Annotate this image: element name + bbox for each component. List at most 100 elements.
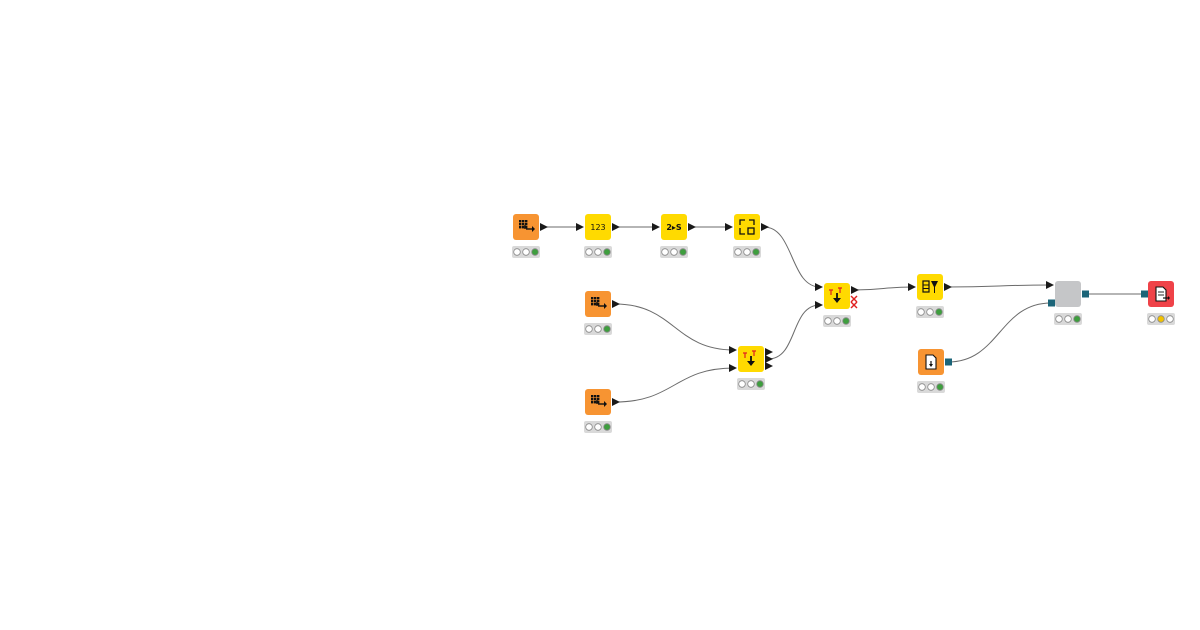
node-n10[interactable]: [917, 349, 952, 393]
node-n7[interactable]: [729, 346, 773, 390]
status-light: [1055, 315, 1063, 323]
connection-n7-n8[interactable]: [767, 304, 821, 360]
node-n12[interactable]: [1141, 281, 1175, 325]
manipulator-node-body[interactable]: [585, 214, 611, 240]
joiner-icon: [829, 287, 842, 303]
status-light: [926, 308, 934, 316]
string-manipulation-icon: 2▸S: [666, 223, 682, 232]
node-n4[interactable]: [725, 214, 769, 258]
node-status-lights: [1147, 313, 1175, 325]
status-light: [833, 317, 841, 325]
connection-n9-n11[interactable]: [946, 284, 1052, 288]
connection-n6-n7[interactable]: [614, 367, 735, 403]
output-port[interactable]: [612, 300, 620, 308]
column-filter-icon: [922, 280, 938, 293]
status-light: [752, 248, 760, 256]
status-light: [918, 383, 926, 391]
status-light: [1148, 315, 1156, 323]
manipulator-node-body[interactable]: [661, 214, 687, 240]
node-status-lights: [737, 378, 765, 390]
status-light: [842, 317, 850, 325]
table-reader-icon: [591, 395, 607, 407]
input-port[interactable]: [652, 223, 660, 231]
output-port[interactable]: [765, 355, 773, 363]
output-port[interactable]: [688, 223, 696, 231]
status-light: [522, 248, 530, 256]
inactive-port-icon: [850, 301, 858, 309]
status-light: [936, 383, 944, 391]
status-light: [531, 248, 539, 256]
input-port[interactable]: [725, 223, 733, 231]
status-light: [679, 248, 687, 256]
node-status-lights: [512, 246, 540, 258]
input-port[interactable]: [1046, 281, 1054, 289]
component-node-body[interactable]: [1055, 281, 1081, 307]
input-port[interactable]: [908, 283, 916, 291]
node-n3[interactable]: 2▸S: [652, 214, 696, 258]
output-port[interactable]: [851, 286, 859, 294]
status-light: [585, 325, 593, 333]
table-reader-icon: [591, 297, 607, 309]
input-port-object[interactable]: [1141, 290, 1148, 298]
status-light: [670, 248, 678, 256]
status-light: [1157, 315, 1165, 323]
node-status-lights: [584, 323, 612, 335]
status-light: [743, 248, 751, 256]
status-light: [1064, 315, 1072, 323]
output-port[interactable]: [944, 283, 952, 291]
output-port[interactable]: [612, 223, 620, 231]
output-port[interactable]: [612, 398, 620, 406]
input-port[interactable]: [729, 364, 737, 372]
status-light: [603, 325, 611, 333]
status-light: [756, 380, 764, 388]
status-light: [513, 248, 521, 256]
status-light: [585, 423, 593, 431]
output-port-object[interactable]: [1082, 290, 1089, 298]
connection-n5-n7[interactable]: [614, 303, 735, 351]
number-to-string-icon: 123: [590, 223, 605, 232]
status-light: [661, 248, 669, 256]
node-n2[interactable]: 123: [576, 214, 620, 258]
status-light: [603, 248, 611, 256]
node-status-lights: [916, 306, 944, 318]
status-light: [594, 325, 602, 333]
status-light: [1073, 315, 1081, 323]
input-port[interactable]: [729, 346, 737, 354]
output-port[interactable]: [765, 362, 773, 370]
node-status-lights: [660, 246, 688, 258]
input-port[interactable]: [576, 223, 584, 231]
node-n9[interactable]: [908, 274, 952, 318]
node-n6[interactable]: [584, 389, 620, 433]
connection-n10-n11[interactable]: [947, 302, 1052, 363]
nodes-layer: 123 2▸S: [512, 214, 1175, 433]
status-light: [603, 423, 611, 431]
node-n5[interactable]: [584, 291, 620, 335]
output-port[interactable]: [765, 348, 773, 356]
node-status-lights: [1054, 313, 1082, 325]
status-light: [594, 248, 602, 256]
status-light: [594, 423, 602, 431]
input-port-object[interactable]: [1048, 299, 1055, 307]
connections-layer: [542, 226, 1144, 403]
node-status-lights: [917, 381, 945, 393]
output-port[interactable]: [540, 223, 548, 231]
connection-n4-n8[interactable]: [763, 226, 821, 288]
connection-n8-n9[interactable]: [853, 286, 914, 291]
node-n1[interactable]: [512, 214, 548, 258]
input-port[interactable]: [815, 283, 823, 291]
input-port[interactable]: [815, 301, 823, 309]
inactive-port-icon: [850, 295, 858, 303]
manipulator-node-body[interactable]: [917, 274, 943, 300]
node-status-lights: [584, 246, 612, 258]
output-port-object[interactable]: [945, 358, 952, 366]
node-n11[interactable]: [1046, 281, 1089, 325]
manipulator-node-body[interactable]: [734, 214, 760, 240]
status-light: [917, 308, 925, 316]
status-light: [747, 380, 755, 388]
svg-text:123: 123: [590, 223, 605, 232]
node-n8[interactable]: [815, 283, 859, 327]
status-light: [738, 380, 746, 388]
joiner-icon: [743, 350, 756, 366]
output-port[interactable]: [761, 223, 769, 231]
